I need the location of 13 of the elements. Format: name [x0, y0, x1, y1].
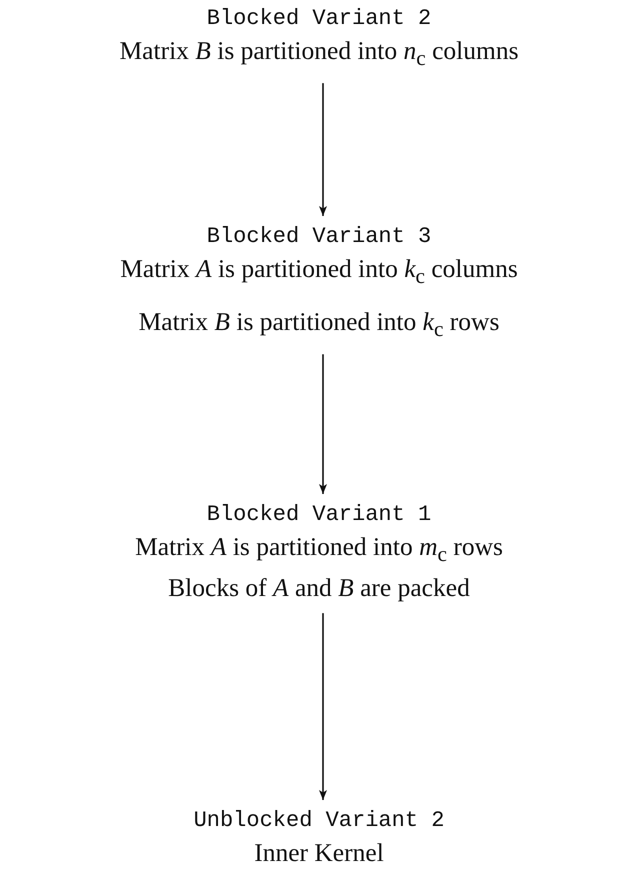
arrow [319, 613, 327, 800]
arrow [319, 83, 327, 216]
description-text: Inner Kernel [254, 837, 384, 869]
description-text: Blocks of A and B are packed [168, 572, 470, 604]
description-text: Matrix B is partitioned into n$_{c}$ columns [120, 35, 518, 72]
variant-heading: Unblocked Variant 2 [194, 807, 444, 835]
variant-heading: Blocked Variant 1 [206, 501, 432, 529]
variant-heading: Blocked Variant 2 [206, 5, 432, 33]
description-text: Matrix A is partitioned into m$_{c}$ rows [135, 531, 503, 568]
description-text: Matrix A is partitioned into k$_{c}$ columns [120, 253, 518, 290]
arrow [319, 354, 327, 494]
description-text: Matrix B is partitioned into k$_{c}$ rows [138, 306, 500, 344]
variant-heading: Blocked Variant 3 [206, 223, 432, 251]
